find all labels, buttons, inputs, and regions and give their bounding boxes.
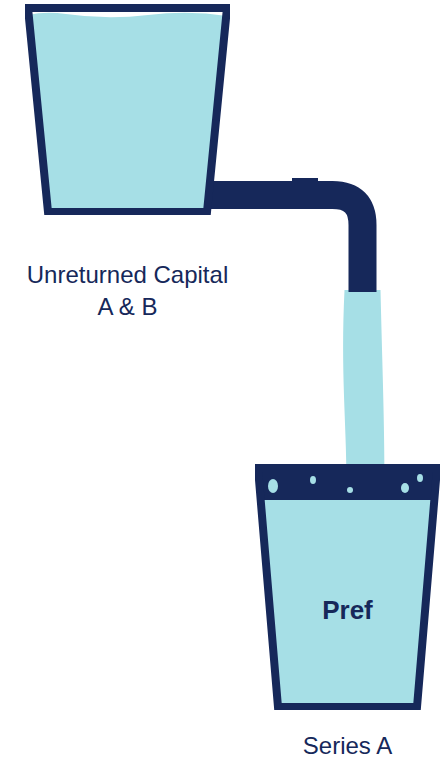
cup-node: PrefSeries A xyxy=(255,460,440,762)
cup-outline xyxy=(255,460,440,710)
cup-node: Unreturned Capital A & B xyxy=(25,0,230,323)
cup-label: Series A xyxy=(255,730,440,762)
pipe-connector xyxy=(205,195,385,482)
cup-content-label: Pref xyxy=(255,595,440,626)
cup-outline xyxy=(25,0,230,215)
cup-label: Unreturned Capital A & B xyxy=(25,259,230,323)
